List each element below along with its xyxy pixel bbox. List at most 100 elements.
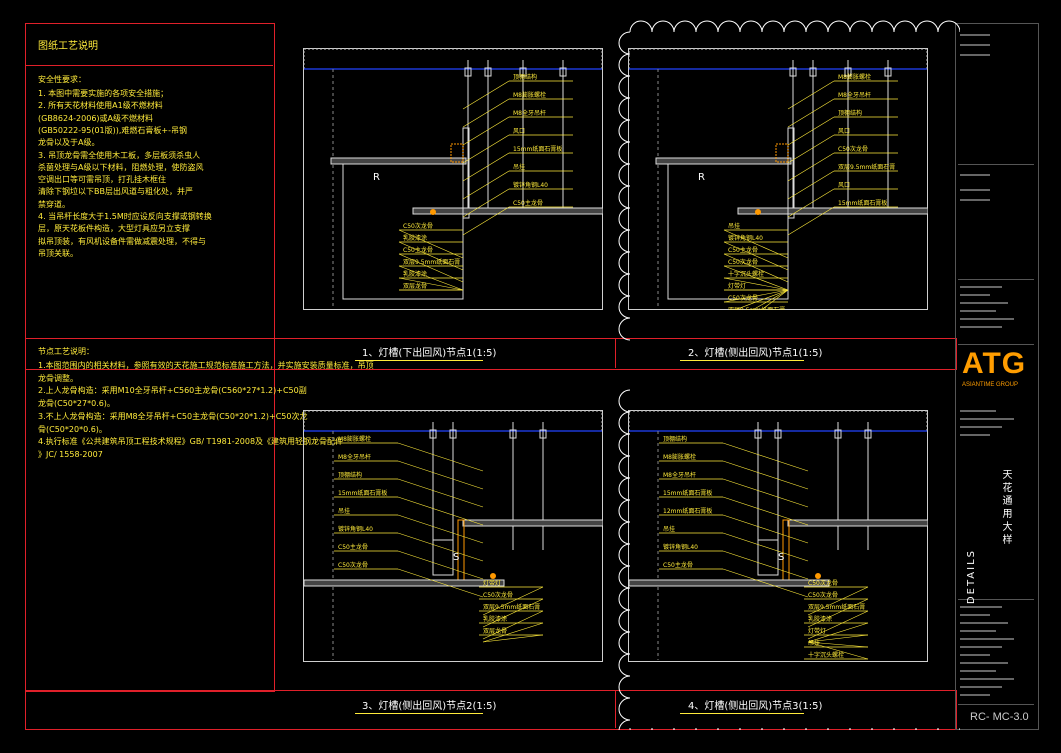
note-line: 1. 本图中需要实施的各项安全措施； xyxy=(38,89,169,98)
anchor xyxy=(844,67,852,77)
leader-label: C50次龙骨 xyxy=(808,591,838,599)
title-block-frame xyxy=(955,23,1039,730)
leader-line xyxy=(723,277,789,291)
vent-grille xyxy=(757,539,779,576)
slab xyxy=(628,410,928,432)
note-line: 3.不上人龙骨构造：采用M8全牙吊杆+C50主龙骨(C50*20*1.2)+C5… xyxy=(38,411,308,421)
leader-label: 顶棚结构 xyxy=(513,73,537,81)
slab xyxy=(303,48,603,70)
note-line: 清除下钢垃以下BB层出风道与粗化处，并严 xyxy=(38,187,193,197)
leader-label: M8全牙吊杆 xyxy=(663,471,696,479)
leader-line xyxy=(722,460,809,490)
leader-label: 吊挂 xyxy=(663,525,675,533)
title-block-row xyxy=(960,54,990,56)
divider-mid xyxy=(615,338,616,368)
leader-line xyxy=(787,206,835,236)
anchor xyxy=(519,67,527,77)
leader-line xyxy=(722,550,809,580)
leader-line xyxy=(751,289,789,310)
leader-label: 十字沉头螺栓 xyxy=(808,651,844,659)
leader-line xyxy=(722,496,809,526)
title-block-lines-5 xyxy=(958,704,1034,705)
leader-label: 乳胶漆涂 xyxy=(808,615,832,623)
title-block-row xyxy=(960,426,1002,428)
note-line: 4.执行标准《公共建筑吊顶工程技术规程》GB/ T1981-2008及《建筑用轻… xyxy=(38,437,344,447)
leader-line xyxy=(723,253,789,283)
note-line: 吊顶关联。 xyxy=(38,248,78,258)
anchor xyxy=(884,67,892,77)
process-heading: 节点工艺说明： xyxy=(38,347,94,356)
title-block-row xyxy=(960,686,1002,688)
notes-divider xyxy=(25,65,273,66)
leader-label: C50次龙骨 xyxy=(808,579,838,587)
note-line: 拟吊顶装，有风机设备件需做减震处理，不得与 xyxy=(38,236,206,246)
recess xyxy=(667,163,789,300)
leader-line xyxy=(787,170,835,200)
detail-drawing-2: M8膨胀螺栓M8全牙吊杆顶棚结构风口C50次龙骨双层9.5mm纸面石膏风口15m… xyxy=(628,48,928,310)
leader-line xyxy=(807,610,869,640)
leader-label: 灯带灯 xyxy=(808,627,826,635)
leader-label: 双层龙骨 xyxy=(403,282,427,290)
led-strip xyxy=(815,573,821,579)
leader-label: M8膨胀螺栓 xyxy=(338,435,371,443)
leader-line xyxy=(462,134,510,164)
note-line: (GB50222-95(01版)),难燃石膏板+-吊钢 xyxy=(38,125,187,135)
anchor xyxy=(774,429,782,439)
leader-label: 吊挂 xyxy=(728,222,740,230)
note-line: 龙骨(C50*27*0.6)。 xyxy=(38,399,115,409)
leader-label: C50主龙骨 xyxy=(338,543,368,551)
led-strip xyxy=(755,209,761,215)
title-block-row xyxy=(960,410,996,412)
leader-line xyxy=(787,188,835,218)
anchor xyxy=(789,67,797,77)
title-block-row xyxy=(960,326,1002,328)
gypsum-board xyxy=(462,519,603,527)
leader-label: 风口 xyxy=(838,182,850,189)
leader-line xyxy=(723,229,789,259)
title-block-row xyxy=(960,638,1014,640)
note-line: 骨(C50*20*0.6)。 xyxy=(38,424,107,434)
leader-line xyxy=(722,568,809,598)
leader-label: 双层龙骨 xyxy=(483,627,507,635)
note-line: 2.上人龙骨构造：采用M10全牙吊杆+C560主龙骨(C560*27*1.2)+… xyxy=(38,386,307,396)
leader-label: C50主龙骨 xyxy=(513,199,543,207)
title-block-row xyxy=(960,662,1008,664)
anchor xyxy=(864,429,872,439)
leader-label: 风口 xyxy=(838,128,850,135)
title-block-row xyxy=(960,434,990,436)
gypsum-board xyxy=(330,157,467,165)
title-block-row xyxy=(960,199,990,201)
recess xyxy=(342,163,464,300)
leader-label: 15mm纸面石膏板 xyxy=(513,145,562,153)
safety-heading: 安全性要求： xyxy=(38,75,86,84)
leader-label: M8全牙吊杆 xyxy=(838,91,871,99)
leader-line xyxy=(722,514,809,544)
leader-line xyxy=(462,116,510,146)
title-block-lines xyxy=(958,164,1034,165)
leader-label: 12mm纸面石膏板 xyxy=(663,507,712,515)
leader-line xyxy=(397,460,484,490)
slab xyxy=(628,48,928,70)
leader-line xyxy=(397,550,484,580)
leader-line xyxy=(787,152,835,182)
leader-label: C50次龙骨 xyxy=(728,258,758,266)
leader-label: C50主龙骨 xyxy=(728,246,758,254)
leader-line xyxy=(397,442,484,472)
detail-drawing-4: 顶棚结构M8膨胀螺栓M8全牙吊杆15mm纸面石膏板12mm纸面石膏板吊挂镀锌角钢… xyxy=(628,410,928,662)
leader-line xyxy=(462,188,510,218)
vent-grille xyxy=(432,539,454,576)
title-block-row xyxy=(960,318,1014,320)
leader-line xyxy=(397,514,484,544)
leader-label: 吊挂 xyxy=(808,639,820,647)
leader-label: 灯带灯 xyxy=(728,282,746,290)
leader-line xyxy=(722,532,809,562)
atg-logo: ATG xyxy=(962,347,1027,380)
slab xyxy=(303,410,603,432)
leader-line xyxy=(787,98,835,128)
caption-underline-1 xyxy=(355,360,483,361)
leader-line xyxy=(398,253,464,283)
leader-line xyxy=(723,289,789,303)
leader-line xyxy=(787,116,835,146)
title-block-row xyxy=(960,654,990,656)
